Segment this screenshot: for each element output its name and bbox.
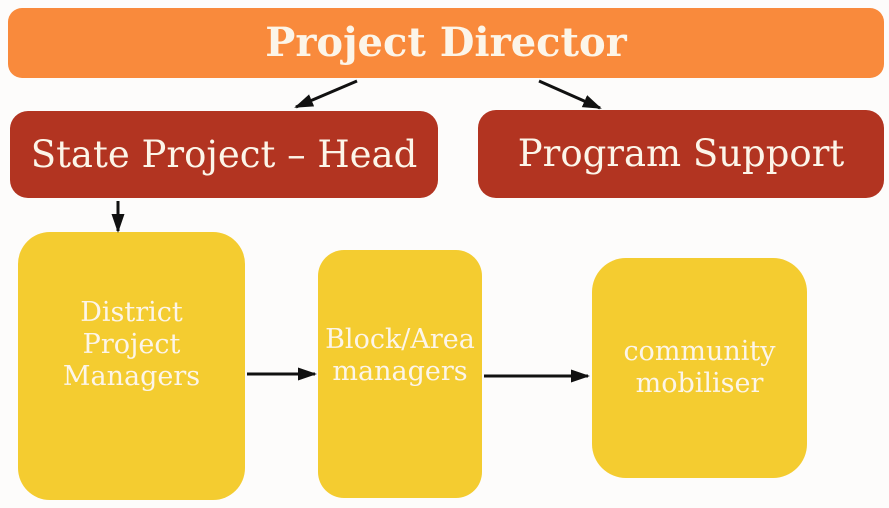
node-program-support: Program Support (478, 110, 884, 198)
arrow-director-to-state-head (294, 79, 358, 109)
node-block-area-managers: Block/Area managers (318, 250, 482, 498)
node-community-mobiliser: community mobiliser (592, 258, 807, 478)
node-project-director: Project Director (8, 8, 884, 78)
node-community-mobiliser-label: community mobiliser (623, 336, 776, 399)
node-project-director-label: Project Director (265, 19, 627, 67)
node-district-project-managers-label: District Project Managers (62, 297, 201, 392)
node-block-area-managers-label: Block/Area managers (325, 324, 475, 387)
node-state-project-head-label: State Project – Head (30, 132, 418, 176)
node-program-support-label: Program Support (517, 132, 845, 176)
node-state-project-head: State Project – Head (10, 111, 438, 198)
node-district-project-managers: District Project Managers (18, 232, 245, 500)
arrow-director-to-program-support (538, 79, 602, 110)
